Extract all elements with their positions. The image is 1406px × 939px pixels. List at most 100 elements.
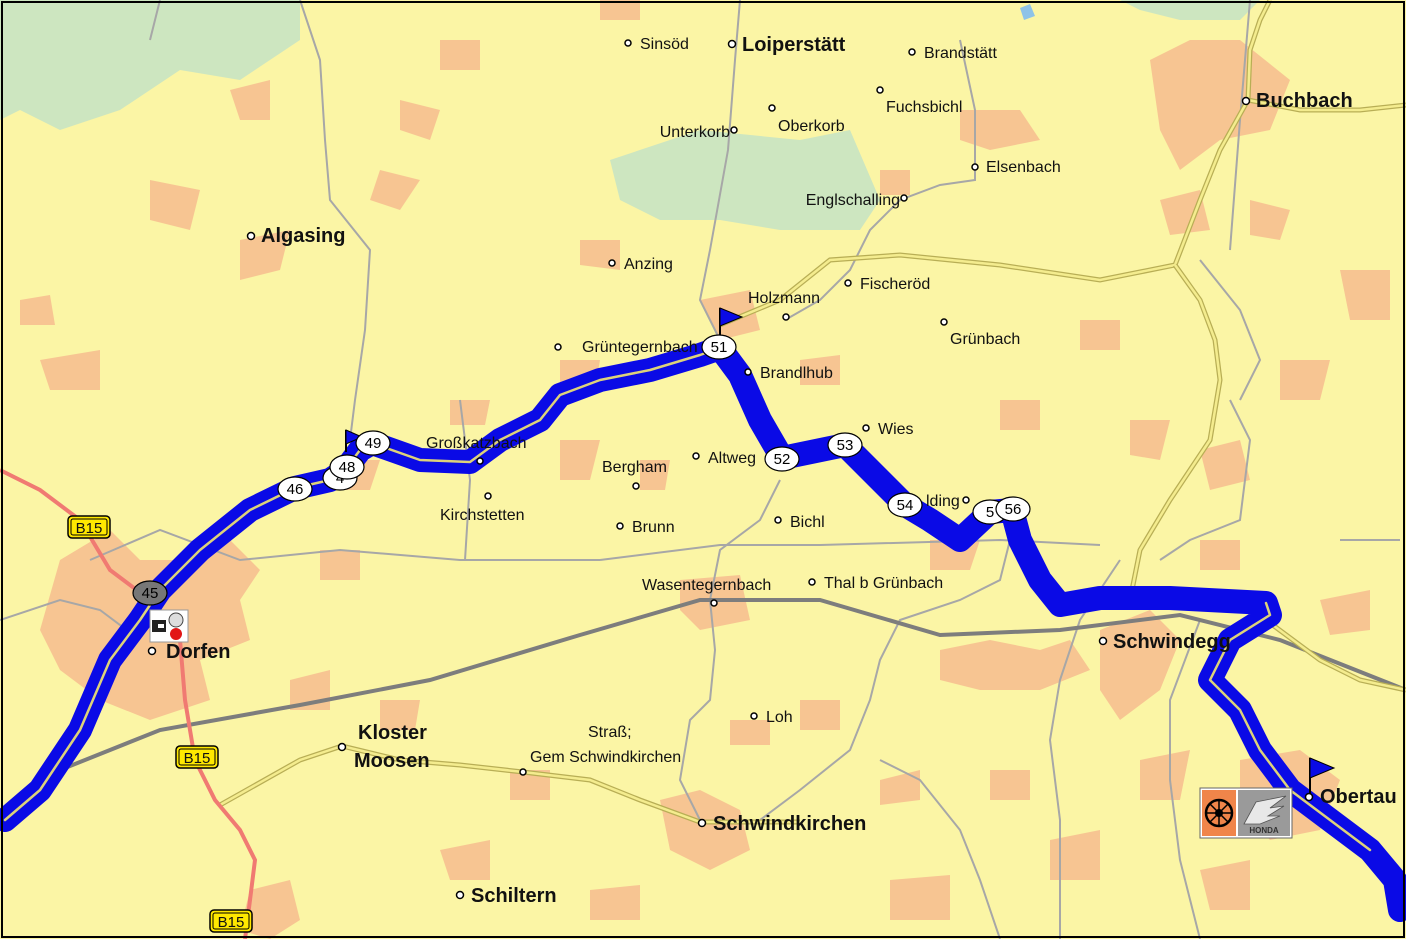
waypoint-marker[interactable]: 45	[132, 580, 168, 606]
place-anzing[interactable]: Anzing	[608, 256, 673, 273]
place-brandlhub[interactable]: Brandlhub	[744, 365, 833, 382]
place-fuchsbichl[interactable]: Fuchsbichl	[876, 86, 962, 116]
waypoint-number: 54	[897, 497, 914, 514]
road-sign-b15: B15	[209, 909, 253, 933]
place-label: Bichl	[790, 514, 825, 531]
waypoint-marker[interactable]: 49	[355, 430, 391, 456]
place-label: Englschalling	[806, 192, 900, 209]
place-schwindegg[interactable]: Schwindegg	[1098, 631, 1231, 653]
svg-text:B15: B15	[76, 520, 103, 537]
place-label: Schiltern	[471, 885, 557, 907]
waypoint-bubble	[355, 430, 391, 456]
place-label: Loiperstätt	[742, 34, 846, 56]
place-dot	[697, 818, 707, 828]
place-kloster[interactable]: Kloster	[337, 722, 428, 752]
waypoint-bubble	[329, 454, 365, 480]
place-schiltern[interactable]: Schiltern	[455, 885, 557, 907]
railway	[59, 598, 1406, 772]
place-grünbach[interactable]: Grünbach	[940, 318, 1020, 348]
place-gem-schwindkirchen[interactable]: Gem Schwindkirchen	[530, 749, 681, 766]
waypoint-marker[interactable]: 48	[329, 454, 365, 480]
place-sinsöd[interactable]: Sinsöd	[624, 36, 689, 53]
waypoint-number: 52	[774, 451, 791, 468]
waypoint-number: 49	[365, 435, 382, 452]
waypoint-number: 51	[711, 339, 728, 356]
place-dot	[727, 39, 737, 49]
place-dot	[876, 86, 884, 94]
waypoint-bubble	[764, 446, 800, 472]
place-englschalling[interactable]: Englschalling	[806, 192, 908, 209]
place-dot	[476, 457, 484, 465]
waypoint-number: 46	[287, 481, 304, 498]
flag-icon[interactable]	[345, 429, 364, 452]
place-fischeröd[interactable]: Fischeröd	[844, 276, 930, 293]
flag-icon[interactable]	[1309, 757, 1336, 796]
place-dot	[519, 768, 527, 776]
place-algasing[interactable]: Algasing	[246, 225, 346, 247]
waypoint-number: 5	[986, 504, 994, 521]
place-bergham[interactable]: Bergham	[602, 459, 667, 490]
place-dot	[1304, 792, 1314, 802]
road-sign-b15: B15	[67, 515, 111, 539]
water	[1020, 4, 1035, 20]
place-moosen[interactable]: Moosen	[354, 750, 430, 772]
place-dot	[692, 452, 700, 460]
place-bichl[interactable]: Bichl	[774, 514, 825, 531]
place-loh[interactable]: Loh	[750, 709, 793, 726]
waypoint-marker[interactable]: 51	[701, 334, 737, 360]
svg-text:HONDA: HONDA	[1249, 826, 1279, 835]
place-wies[interactable]: Wies	[862, 421, 914, 438]
place-label: Buchbach	[1256, 90, 1353, 112]
waypoint-marker[interactable]: 53	[827, 432, 863, 458]
place-label: Brandstätt	[924, 45, 997, 62]
place-brunn[interactable]: Brunn	[616, 519, 675, 536]
place-dot	[774, 516, 782, 524]
place-dot	[908, 48, 916, 56]
place-label: Thal b Grünbach	[824, 575, 943, 592]
place-label: Brunn	[632, 519, 675, 536]
flag-icon[interactable]	[719, 307, 744, 338]
place-label: Kirchstetten	[440, 507, 524, 524]
place-label: Sinsöd	[640, 36, 689, 53]
place-wasentegernbach[interactable]: Wasentegernbach	[642, 577, 771, 607]
place-dot	[971, 163, 979, 171]
waypoint-bubble	[827, 432, 863, 458]
place-dot	[616, 522, 624, 530]
place-brandstätt[interactable]: Brandstätt	[908, 45, 997, 62]
place-label: Algasing	[261, 225, 345, 247]
place-label: Schwindegg	[1113, 631, 1231, 653]
waypoint-marker[interactable]: 52	[764, 446, 800, 472]
place-loiperstätt[interactable]: Loiperstätt	[727, 34, 846, 56]
place-label: lding	[926, 493, 960, 510]
place-lding[interactable]: lding	[926, 493, 970, 510]
place-elsenbach[interactable]: Elsenbach	[971, 159, 1061, 176]
place-grüntegernbach[interactable]: Grüntegernbach	[554, 339, 698, 356]
route-waypoints: 45464484951525354556	[132, 334, 1031, 606]
place-label: Grünbach	[950, 331, 1020, 348]
place-schwindkirchen[interactable]: Schwindkirchen	[697, 813, 867, 835]
waypoint-marker[interactable]: 54	[887, 492, 923, 518]
place-label: Oberkorb	[778, 118, 845, 135]
place-dot	[455, 890, 465, 900]
place-label: Kloster	[358, 722, 427, 744]
place-thal-b-grünbach[interactable]: Thal b Grünbach	[808, 575, 943, 592]
place-holzmann[interactable]: Holzmann	[748, 290, 820, 321]
place-altweg[interactable]: Altweg	[692, 450, 756, 467]
waypoint-marker[interactable]: 46	[277, 476, 313, 502]
place-straß[interactable]: Straß;	[519, 724, 632, 776]
place-label: Brandlhub	[760, 365, 833, 382]
waypoint-number: 45	[142, 585, 159, 602]
place-dorfen[interactable]: Dorfen	[147, 641, 231, 663]
motorcycle-dealer-icon[interactable]	[149, 609, 189, 643]
place-oberkorb[interactable]: Oberkorb	[768, 104, 845, 135]
place-buchbach[interactable]: Buchbach	[1241, 90, 1353, 112]
honda-logo-icon[interactable]: HONDA	[1199, 787, 1293, 839]
place-label: Wies	[878, 421, 914, 438]
waypoint-marker[interactable]: 56	[995, 496, 1031, 522]
place-obertau[interactable]: Obertau	[1304, 786, 1397, 808]
place-großkatzbach[interactable]: Großkatzbach	[426, 435, 526, 465]
place-kirchstetten[interactable]: Kirchstetten	[440, 492, 524, 524]
place-unterkorb[interactable]: Unterkorb	[660, 124, 738, 141]
